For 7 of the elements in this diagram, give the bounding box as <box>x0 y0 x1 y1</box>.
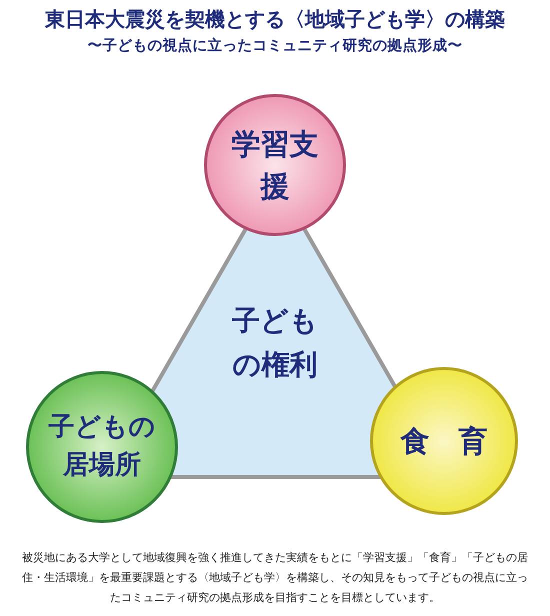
subtitle: 〜子どもの視点に立ったコミュニティ研究の拠点形成〜 <box>86 36 464 55</box>
circle: 食 育 <box>370 367 518 515</box>
circle: 子どもの居場所 <box>26 371 178 523</box>
caption: 被災地にある大学として地域復興を強く推進してきた実績をもとに「学習支援」「食育」「子どもの居住・生活環境」を最重要課題とする〈地域子ども学〉を構築し、その知見をもって子どもの視点に立ったコミュニティ研究の拠点形成を目指すことを目標としています。 <box>21 550 529 606</box>
triangle-label: 子どもの権利 <box>231 303 319 383</box>
circle: 学習支援 <box>204 94 346 236</box>
title: 東日本大震災を契機とする〈地域子ども学〉の構築 <box>44 6 506 33</box>
